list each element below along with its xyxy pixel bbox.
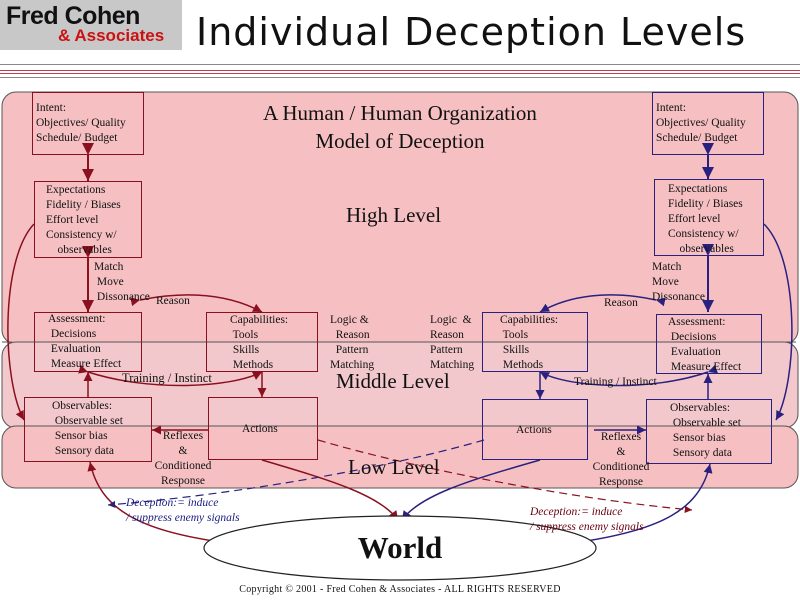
right-intent-box [652,92,764,155]
right-capabilities-box [482,312,588,372]
arrow-actions-world-right [401,459,541,521]
right-assessment-text: Assessment: Decisions Evaluation Measure… [668,316,742,373]
left-match-text: Match Move Dissonance [94,261,150,303]
right-deception-text: Deception:= induce / suppress enemy sign… [530,506,644,533]
arrow-training-left [78,364,263,387]
right-intent-text: Intent: Objectives/ Quality Schedule/ Bu… [656,102,746,144]
arrow-expectations-observables-right [763,223,793,421]
left-observables-text: Observables: Observable set Sensor bias … [52,400,123,457]
logo-subname: & Associates [58,26,165,45]
right-assessment-box [656,314,762,374]
left-expectations-text: Expectations Fidelity / Biases Effort le… [46,184,121,256]
right-reflexes-text: Reflexes & Conditioned Response [592,431,650,488]
right-expectations-text: Expectations Fidelity / Biases Effort le… [668,183,743,255]
low-level-label: Low Level [348,455,440,479]
header-rule-red-2 [0,73,800,74]
right-observables-text: Observables: Observable set Sensor bias … [670,402,741,459]
left-expectations-box [34,181,142,258]
right-reason-text: Reason [604,297,638,309]
left-assessment-box [34,312,142,372]
right-training-text: Training / Instinct [574,376,657,388]
left-actions-text: Actions [242,423,278,435]
world-ellipse [203,515,597,581]
diagram-title-line2: Model of Deception [315,129,485,153]
left-reason-text: Reason [156,295,190,307]
world-label: World [357,530,443,565]
low-level-band [1,425,799,489]
left-capabilities-box [206,312,318,372]
arrow-expectations-observables-left [7,223,35,421]
middle-level-label: Middle Level [336,369,450,393]
arrow-actions-world-left [261,459,399,521]
right-capabilities-text: Capabilities: Tools Skills Methods [500,314,559,371]
header-rule [0,64,800,65]
high-level-label: High Level [346,203,442,227]
right-actions-box [482,399,588,460]
left-assessment-text: Assessment: Decisions Evaluation Measure… [48,313,122,370]
arrow-deception-left [317,439,693,513]
right-observables-box [646,399,772,464]
copyright-text: Copyright © 2001 - Fred Cohen & Associat… [239,584,561,595]
left-observables-box [24,397,152,462]
left-intent-box [32,92,144,155]
header-rule-red [0,70,800,71]
arrow-deception-right [107,439,485,508]
right-logic-text: Logic & Reason Pattern Matching [430,314,475,371]
page-title: Individual Deception Levels [196,10,747,54]
left-training-text: Training / Instinct [122,371,212,385]
right-actions-text: Actions [516,424,552,436]
right-match-text: Match Move Dissonance [652,261,706,303]
arrow-world-observables-right [579,463,713,543]
arrow-training-right [539,364,718,387]
arrow-world-observables-left [87,461,221,543]
left-deception-text: Deception:= induce / suppress enemy sign… [126,497,240,524]
left-reflexes-text: Reflexes & Conditioned Response [154,430,212,487]
header-rule-gray [0,77,800,78]
company-logo [0,0,182,50]
left-actions-box [208,397,318,460]
left-logic-text: Logic & Reason Pattern Matching [330,314,375,371]
diagram-title-line1: A Human / Human Organization [263,101,537,125]
left-intent-text: Intent: Objectives/ Quality Schedule/ Bu… [36,102,126,144]
arrow-reason-right [539,294,666,313]
left-capabilities-text: Capabilities: Tools Skills Methods [230,314,289,371]
logo-name: Fred Cohen [6,2,140,30]
arrow-reason-left [130,294,263,313]
right-expectations-box [654,179,764,256]
